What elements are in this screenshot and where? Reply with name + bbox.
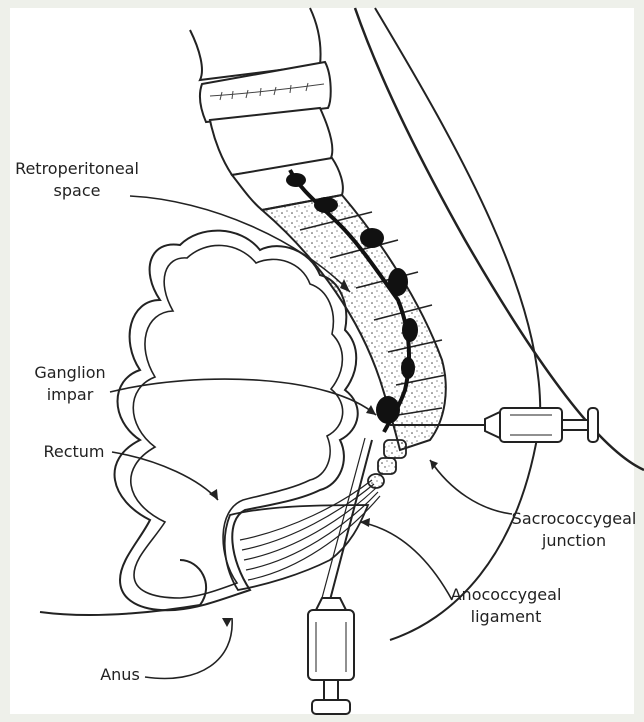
anococcygeal-line2: ligament [444,606,568,628]
label-sacrococcygeal-junction: Sacrococcygeal junction [506,508,642,552]
sacrococcygeal-line2: junction [506,530,642,552]
ganglion-line1: Ganglion [30,362,110,384]
label-rectum: Rectum [36,441,112,463]
label-retroperitoneal-space: Retroperitoneal space [12,158,142,202]
anal-canal [225,505,368,590]
rectum-outline [115,231,358,611]
sacrococcygeal-line1: Sacrococcygeal [506,508,642,530]
label-anus: Anus [92,664,148,686]
retroperitoneal-line2: space [12,180,142,202]
syringe-bottom[interactable] [308,598,354,714]
rectum-line1: Rectum [36,441,112,463]
retroperitoneal-line1: Retroperitoneal [12,158,142,180]
label-anococcygeal-ligament: Anococcygeal ligament [444,584,568,628]
label-ganglion-impar: Ganglion impar [30,362,110,406]
anococcygeal-line1: Anococcygeal [444,584,568,606]
coccyx [368,440,406,488]
anus-line1: Anus [92,664,148,686]
ganglion-line2: impar [30,384,110,406]
lumbar-vertebrae [190,8,343,210]
